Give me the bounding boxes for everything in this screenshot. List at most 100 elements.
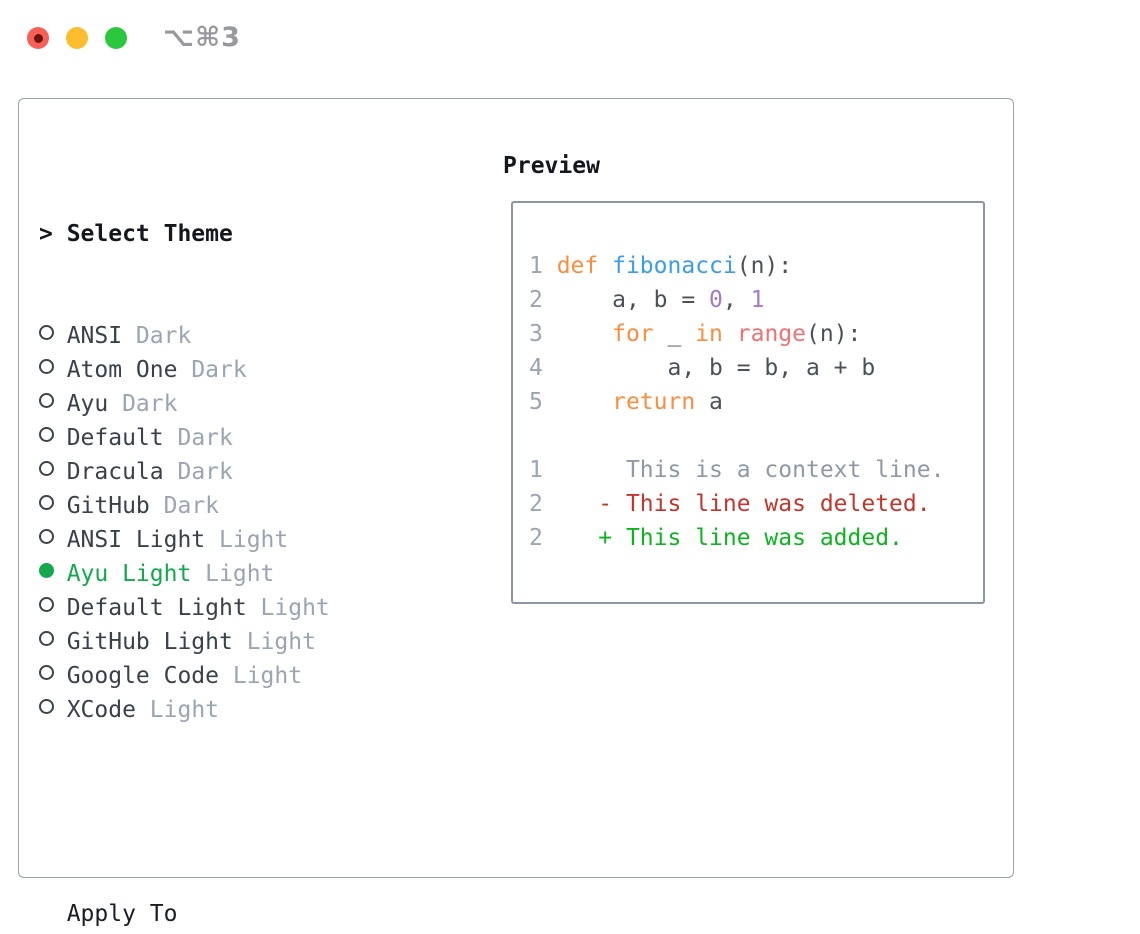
theme-option-default-light[interactable]: Default Light Light xyxy=(39,591,485,625)
close-button[interactable] xyxy=(27,27,49,49)
radio-icon xyxy=(39,659,67,693)
option-label: Atom One xyxy=(66,357,178,383)
option-label: XCode xyxy=(66,697,136,723)
radio-selected-icon xyxy=(39,557,67,591)
option-label: Ayu xyxy=(66,391,109,417)
title-bar: ⌥⌘3 xyxy=(0,0,1140,76)
zoom-button[interactable] xyxy=(105,27,127,49)
code-token: def xyxy=(556,253,599,279)
line-number: 2 xyxy=(529,491,599,517)
code-token: 0 xyxy=(709,287,723,313)
variant-badge: Light xyxy=(260,595,330,621)
page-title: Select Theme xyxy=(66,221,233,247)
code-token: a, b = b, a + b xyxy=(556,355,876,381)
minimize-button[interactable] xyxy=(66,27,88,49)
theme-list-title: > Select Theme xyxy=(39,217,485,251)
option-label: ANSI xyxy=(66,323,123,349)
close-dot-icon xyxy=(33,33,43,43)
line-number: 2 xyxy=(529,287,557,313)
theme-option-dracula[interactable]: Dracula Dark xyxy=(39,455,485,489)
radio-icon xyxy=(39,693,67,727)
no-marker xyxy=(598,457,626,483)
minus-icon: - xyxy=(598,491,626,517)
radio-icon xyxy=(39,591,67,625)
option-label: Default xyxy=(66,425,164,451)
theme-option-ayu[interactable]: Ayu Dark xyxy=(39,387,485,421)
code-token: 1 xyxy=(750,287,765,313)
theme-option-xcode[interactable]: XCode Light xyxy=(39,693,485,727)
code-line: 2 a, b = 0, 1 xyxy=(529,283,983,317)
section-title: Apply To xyxy=(66,901,178,927)
line-number: 2 xyxy=(529,525,599,551)
line-number: 5 xyxy=(529,389,557,415)
code-line: 5 return a xyxy=(529,385,983,419)
variant-badge: Light xyxy=(149,697,220,723)
variant-badge: Light xyxy=(205,561,275,587)
theme-option-ansi-light[interactable]: ANSI Light Light xyxy=(39,523,485,557)
option-label: ANSI Light xyxy=(66,527,206,553)
variant-badge: Dark xyxy=(122,391,178,417)
caret-icon: > xyxy=(39,221,53,247)
code-token xyxy=(723,321,737,347)
line-number: 1 xyxy=(529,457,599,483)
variant-badge: Light xyxy=(232,663,303,689)
diff-text: This line was deleted. xyxy=(625,491,931,517)
variant-badge: Light xyxy=(246,629,316,655)
apply-to-title: Apply To xyxy=(39,897,485,931)
option-label: Ayu Light xyxy=(66,561,192,587)
code-token: (n): xyxy=(736,253,793,279)
code-token xyxy=(598,253,612,279)
radio-icon xyxy=(39,353,67,387)
code-token: a xyxy=(695,389,723,415)
option-label: GitHub Light xyxy=(66,629,233,655)
diff-text: This line was added. xyxy=(625,525,903,551)
radio-icon xyxy=(39,523,67,557)
code-line: 1 def fibonacci(n): xyxy=(529,249,983,283)
diff-text: This is a context line. xyxy=(625,457,945,483)
code-token: in xyxy=(695,321,723,347)
radio-icon xyxy=(39,625,67,659)
theme-option-ayu-light[interactable]: Ayu Light Light xyxy=(39,557,485,591)
code-token: _ xyxy=(653,321,696,347)
line-number: 4 xyxy=(529,355,557,381)
diff-line-added: 2 + This line was added. xyxy=(529,521,983,555)
code-token: , xyxy=(722,287,751,313)
option-label: Dracula xyxy=(66,459,164,485)
radio-icon xyxy=(39,455,67,489)
plus-icon: + xyxy=(598,525,626,551)
spacer xyxy=(39,795,485,829)
code-token: (n): xyxy=(806,321,862,347)
variant-badge: Dark xyxy=(177,459,233,485)
code-token: return xyxy=(612,389,696,415)
diff-line-deleted: 2 - This line was deleted. xyxy=(529,487,983,521)
code-line: 3 for _ in range(n): xyxy=(529,317,983,351)
diff-line-context: 1 This is a context line. xyxy=(529,453,983,487)
code-token: range xyxy=(736,321,806,347)
code-token xyxy=(557,321,612,347)
code-line: 4 a, b = b, a + b xyxy=(529,351,983,385)
radio-icon xyxy=(39,319,67,353)
theme-option-default[interactable]: Default Dark xyxy=(39,421,485,455)
theme-option-github-light[interactable]: GitHub Light Light xyxy=(39,625,485,659)
blank-line xyxy=(529,419,983,453)
variant-badge: Dark xyxy=(177,425,233,451)
window-shortcut-label: ⌥⌘3 xyxy=(163,22,241,53)
option-label: GitHub xyxy=(66,493,150,519)
radio-icon xyxy=(39,387,67,421)
line-number: 3 xyxy=(529,321,557,347)
option-label: Default Light xyxy=(66,595,247,621)
code-token: fibonacci xyxy=(612,253,737,279)
code-token: a, b = xyxy=(556,287,710,313)
code-token xyxy=(557,389,612,415)
variant-badge: Light xyxy=(219,527,289,553)
radio-icon xyxy=(39,421,67,455)
